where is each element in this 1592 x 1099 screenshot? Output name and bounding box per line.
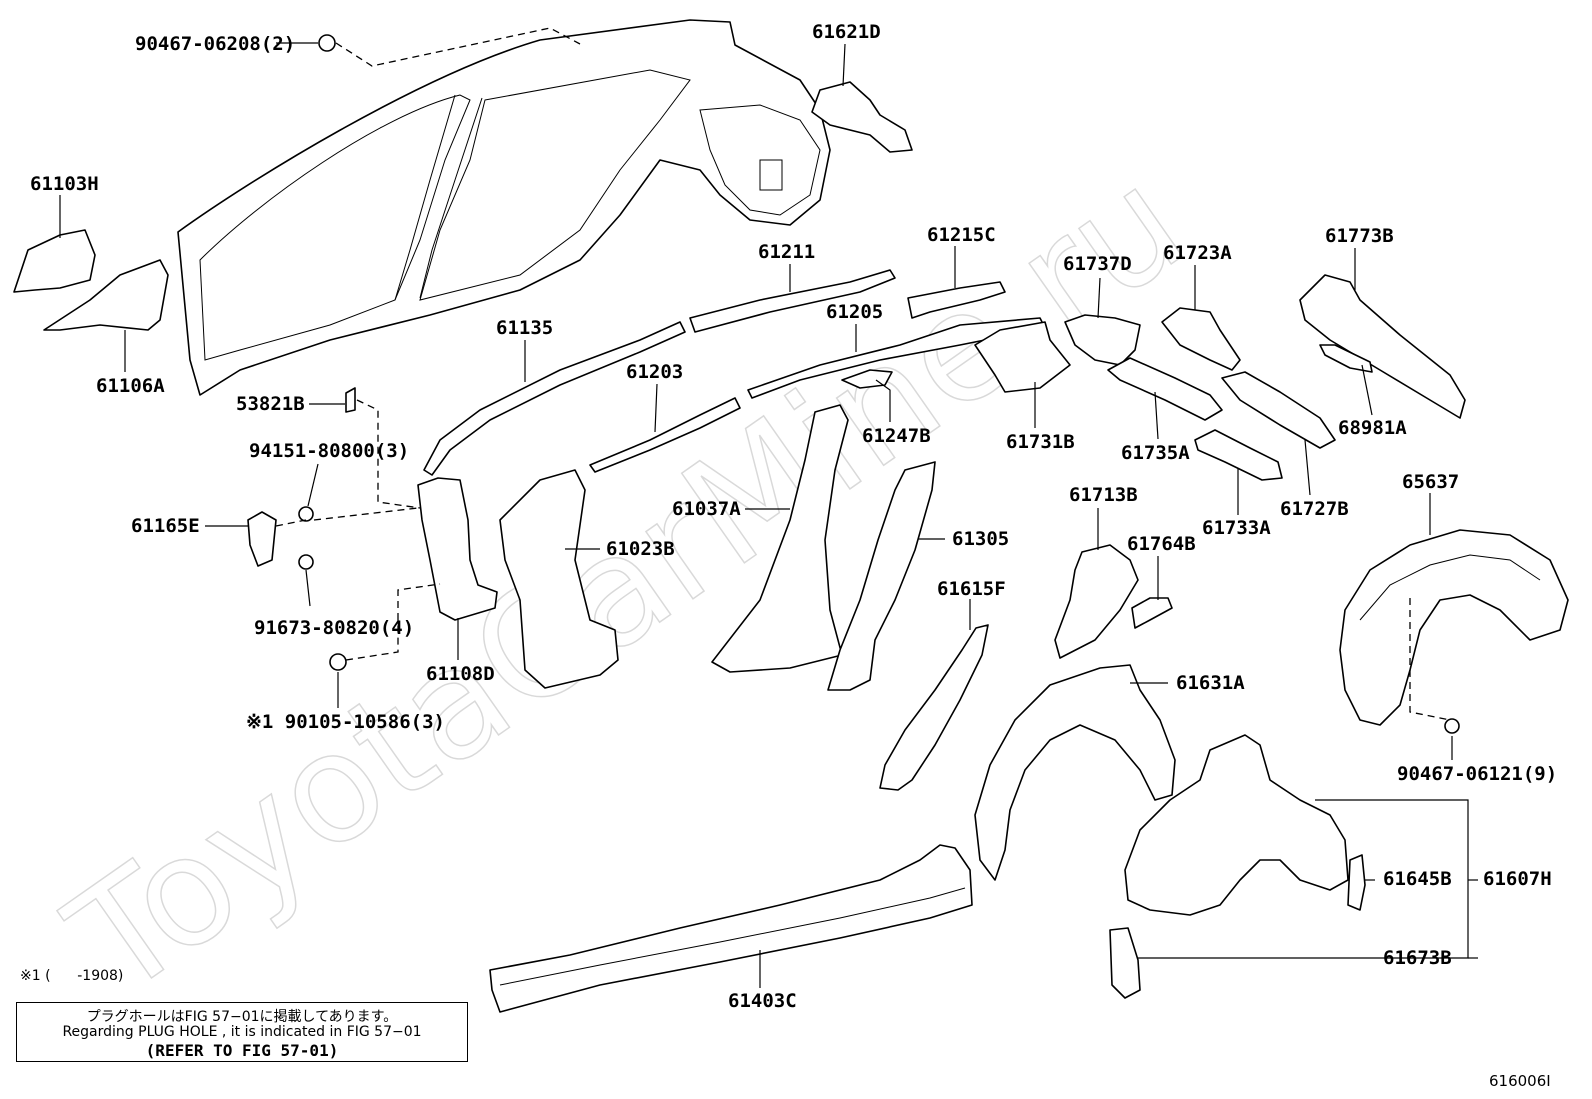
label-65637[interactable]: 65637 bbox=[1402, 471, 1459, 493]
part-61203-shape bbox=[589, 397, 741, 473]
part-61631A-shape bbox=[974, 664, 1176, 881]
label-61211[interactable]: 61211 bbox=[758, 241, 815, 263]
part-61305-shape bbox=[827, 461, 936, 691]
part-61403C-shape bbox=[489, 844, 973, 1013]
note-line-japanese: プラグホールはFIG 57−01に掲載してあります。 bbox=[86, 1009, 398, 1025]
label-61615F[interactable]: 61615F bbox=[937, 578, 1006, 600]
bolt-91673-80820-icon bbox=[298, 554, 314, 570]
label-94151-80800[interactable]: 94151-80800(3) bbox=[249, 440, 409, 462]
footnote-text: ※1 ( -1908) bbox=[20, 968, 124, 984]
part-61106A-shape bbox=[43, 259, 169, 331]
label-61106A[interactable]: 61106A bbox=[96, 375, 165, 397]
label-61645B[interactable]: 61645B bbox=[1383, 868, 1452, 890]
part-61023B-shape bbox=[499, 469, 619, 689]
label-90467-06208[interactable]: 90467-06208(2) bbox=[135, 33, 295, 55]
part-61215C-shape bbox=[907, 281, 1006, 319]
part-61621D-shape bbox=[811, 81, 913, 153]
part-61773B-shape bbox=[1299, 274, 1466, 419]
part-68981A-shape bbox=[1319, 344, 1373, 373]
label-61607H[interactable]: 61607H bbox=[1483, 868, 1552, 890]
label-68981A[interactable]: 68981A bbox=[1338, 417, 1407, 439]
label-61215C[interactable]: 61215C bbox=[927, 224, 996, 246]
part-61247B-shape bbox=[841, 369, 893, 389]
part-61735A-shape bbox=[1107, 357, 1223, 421]
part-61731B-shape bbox=[974, 321, 1071, 393]
part-61607H-shape bbox=[1124, 734, 1349, 916]
label-61731B[interactable]: 61731B bbox=[1006, 431, 1075, 453]
part-53821B-shape bbox=[345, 387, 356, 413]
label-91673-80820[interactable]: 91673-80820(4) bbox=[254, 617, 414, 639]
label-61631A[interactable]: 61631A bbox=[1176, 672, 1245, 694]
label-61023B[interactable]: 61023B bbox=[606, 538, 675, 560]
part-61645B-shape bbox=[1347, 854, 1366, 911]
label-61305[interactable]: 61305 bbox=[952, 528, 1009, 550]
label-61103H[interactable]: 61103H bbox=[30, 173, 99, 195]
note-line-english: Regarding PLUG HOLE , it is indicated in… bbox=[62, 1024, 422, 1040]
part-61737D-shape bbox=[1064, 314, 1141, 366]
label-61773B[interactable]: 61773B bbox=[1325, 225, 1394, 247]
label-61713B[interactable]: 61713B bbox=[1069, 484, 1138, 506]
part-61211-shape bbox=[689, 269, 896, 333]
part-65637-shape bbox=[1339, 529, 1569, 726]
part-labels: 90467-06208(2) 61621D 61103H 61106A 6121… bbox=[30, 21, 1557, 1012]
label-61165E[interactable]: 61165E bbox=[131, 515, 200, 537]
bolt-90105-10586-icon bbox=[329, 653, 347, 671]
part-61615F-shape bbox=[879, 624, 989, 791]
label-90467-06121[interactable]: 90467-06121(9) bbox=[1397, 763, 1557, 785]
label-61723A[interactable]: 61723A bbox=[1163, 242, 1232, 264]
bolt-94151-80800-icon bbox=[298, 506, 314, 522]
figure-id: 616006I bbox=[1489, 1072, 1551, 1090]
label-90105-10586[interactable]: ※1 90105-10586(3) bbox=[246, 711, 445, 733]
label-53821B[interactable]: 53821B bbox=[236, 393, 305, 415]
note-line-reference: (REFER TO FIG 57-01) bbox=[145, 1041, 339, 1060]
part-61733A-shape bbox=[1194, 429, 1283, 481]
part-61037A-shape bbox=[711, 404, 849, 673]
body-side-outer-panel bbox=[177, 19, 831, 396]
part-61108D-shape bbox=[417, 477, 498, 621]
part-61723A-shape bbox=[1161, 307, 1241, 371]
part-61135-shape bbox=[423, 321, 686, 476]
label-61247B[interactable]: 61247B bbox=[862, 425, 931, 447]
label-61727B[interactable]: 61727B bbox=[1280, 498, 1349, 520]
label-61135[interactable]: 61135 bbox=[496, 317, 553, 339]
label-61735A[interactable]: 61735A bbox=[1121, 442, 1190, 464]
bolt-90467-06208-icon bbox=[318, 34, 336, 52]
part-61673B-shape bbox=[1109, 927, 1141, 999]
leader-lines bbox=[59, 27, 1478, 988]
label-61621D[interactable]: 61621D bbox=[812, 21, 881, 43]
part-61165E-shape bbox=[247, 511, 277, 567]
label-61764B[interactable]: 61764B bbox=[1127, 533, 1196, 555]
label-61733A[interactable]: 61733A bbox=[1202, 517, 1271, 539]
label-61037A[interactable]: 61037A bbox=[672, 498, 741, 520]
clip-90467-06121-icon bbox=[1444, 718, 1460, 734]
label-61108D[interactable]: 61108D bbox=[426, 663, 495, 685]
part-61103H-shape bbox=[13, 229, 96, 293]
label-61673B[interactable]: 61673B bbox=[1383, 947, 1452, 969]
part-61764B-shape bbox=[1131, 597, 1173, 629]
label-61203[interactable]: 61203 bbox=[626, 361, 683, 383]
label-61737D[interactable]: 61737D bbox=[1063, 253, 1132, 275]
part-61727B-shape bbox=[1221, 371, 1336, 449]
label-61403C[interactable]: 61403C bbox=[728, 990, 797, 1012]
part-61713B-shape bbox=[1054, 544, 1139, 659]
label-61205[interactable]: 61205 bbox=[826, 301, 883, 323]
reference-note-box: プラグホールはFIG 57−01に掲載してあります。 Regarding PLU… bbox=[16, 1002, 468, 1062]
